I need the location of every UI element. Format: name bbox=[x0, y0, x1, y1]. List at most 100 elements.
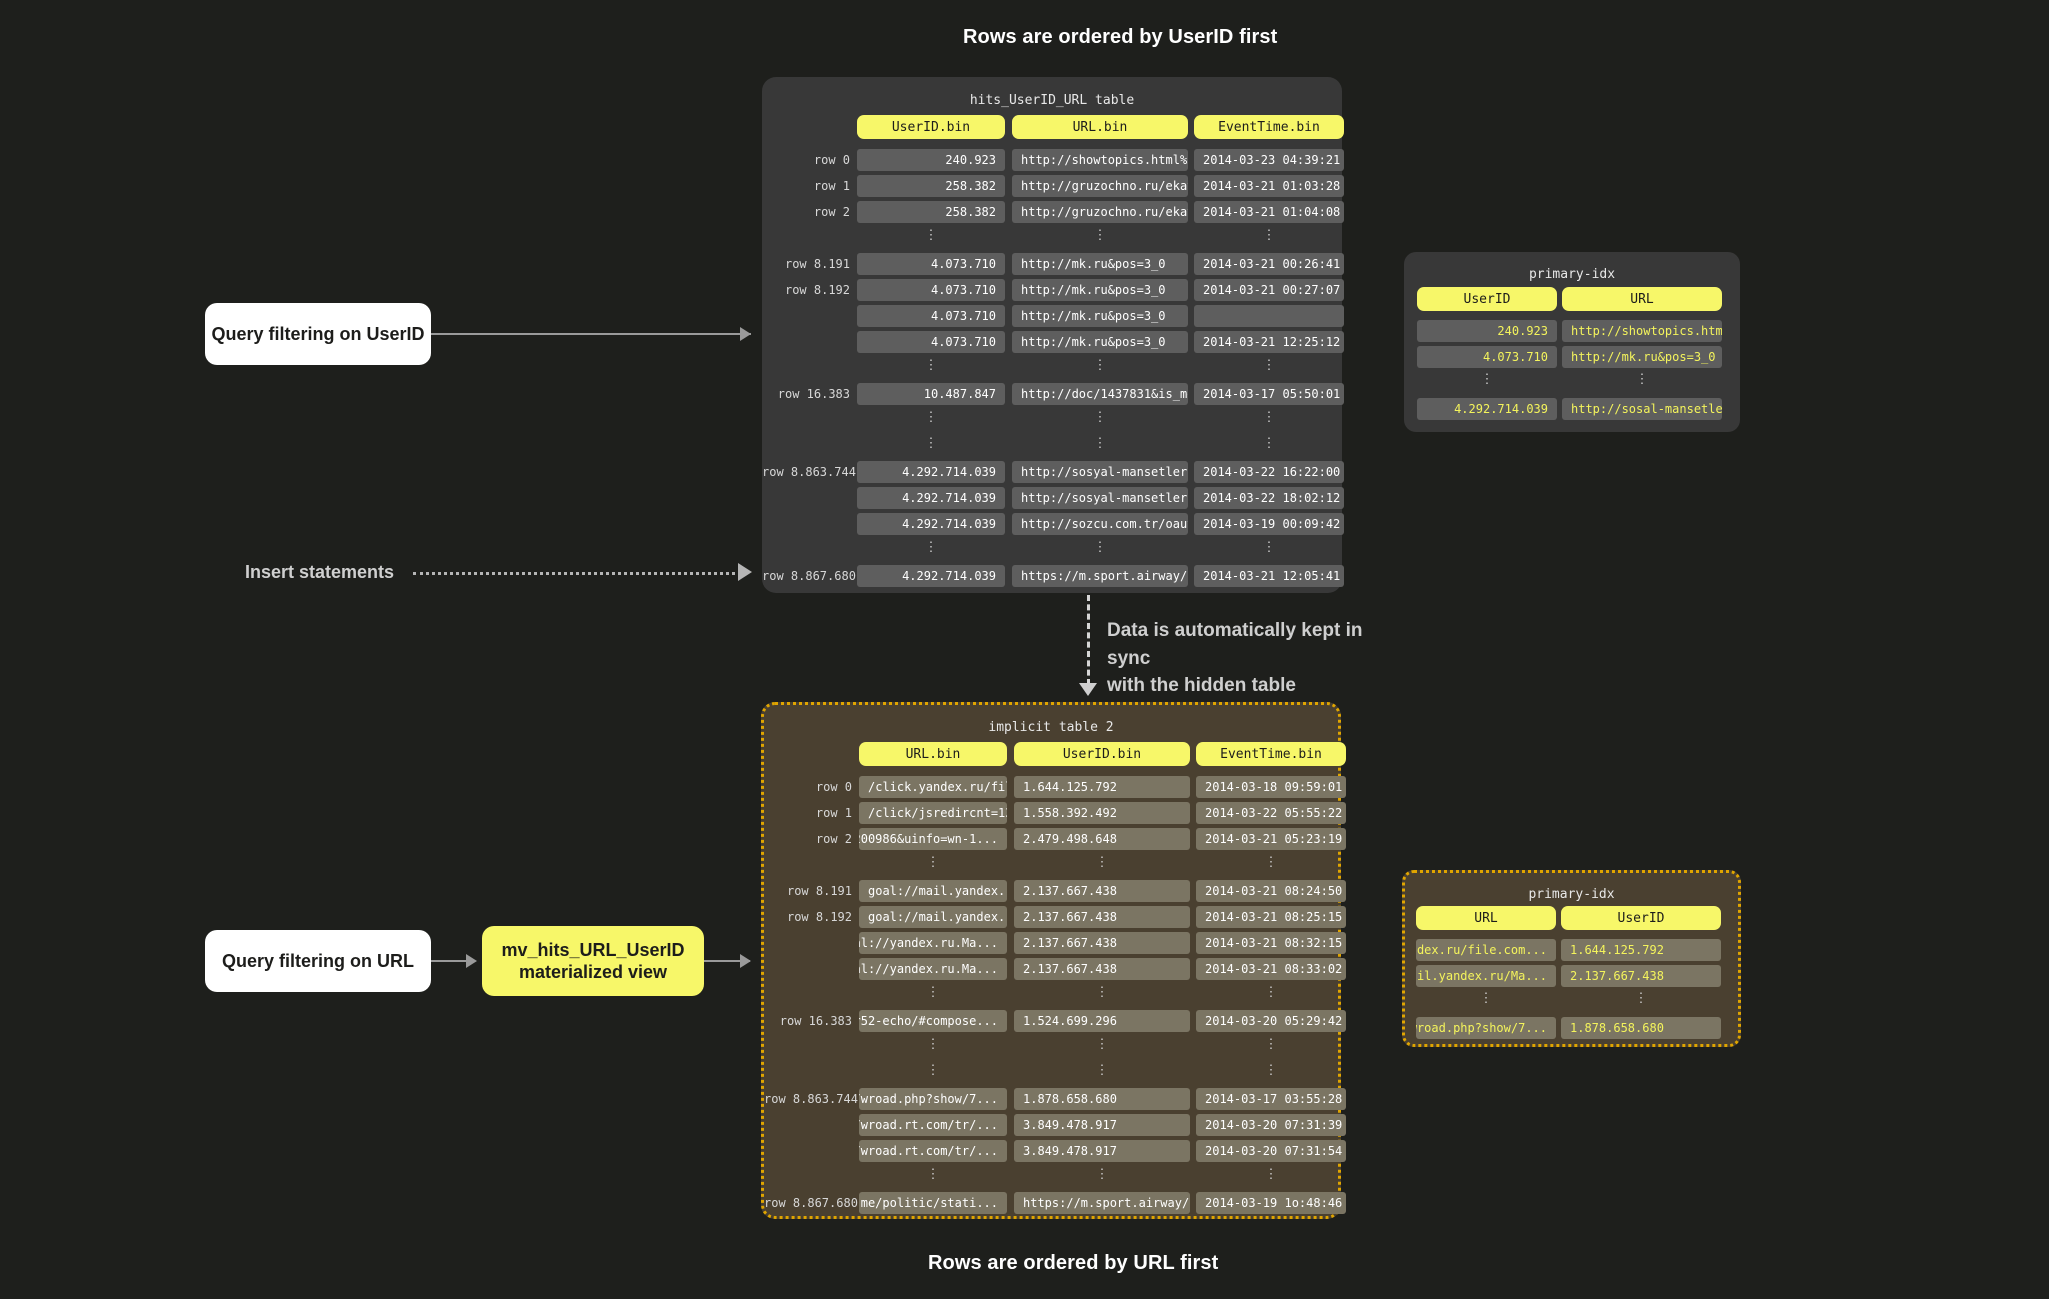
callout-materialized-view: mv_hits_URL_UserID materialized view bbox=[482, 926, 704, 996]
column-header-userid-bin: UserID.bin bbox=[857, 115, 1005, 139]
table-cell: http://mk.ru&pos=3_0 bbox=[1012, 279, 1188, 301]
table-cell: 2014-03-19 00:09:42 bbox=[1194, 513, 1344, 535]
table-cell: 4.292.714.039 bbox=[857, 461, 1005, 483]
table-cell: 2.137.667.438 bbox=[1014, 880, 1190, 902]
table-cell: 4.073.710 bbox=[857, 253, 1005, 275]
table-cell: 2014-03-20 07:31:54 bbox=[1196, 1140, 1346, 1162]
table-cell: http://showtopics.html%3... bbox=[1012, 149, 1188, 171]
table-cell: 2014-03-21 01:04:08 bbox=[1194, 201, 1344, 223]
arrow-down-icon bbox=[1079, 683, 1097, 696]
arrow-right-icon bbox=[738, 563, 752, 581]
vertical-ellipsis-icon: ⋮ bbox=[1264, 1063, 1278, 1078]
table-cell: 2.137.667.438 bbox=[1014, 932, 1190, 954]
table-cell: res://m.me/politic/stati... bbox=[859, 1192, 1007, 1214]
index-cell: 240.923 bbox=[1417, 320, 1557, 342]
sync-note-line-2: with the hidden table bbox=[1107, 675, 1296, 697]
table-cell: goal://mail.yandex.ru/Ma... bbox=[859, 906, 1007, 928]
column-header-eventtime-bin: EventTime.bin bbox=[1194, 115, 1344, 139]
table-cell: 4.073.710 bbox=[857, 305, 1005, 327]
vertical-ellipsis-icon: ⋮ bbox=[924, 540, 938, 555]
table-cell: 2014-03-21 00:26:41 bbox=[1194, 253, 1344, 275]
row-label: row 8.191 bbox=[786, 884, 852, 898]
materialized-view-name: mv_hits_URL_UserID bbox=[501, 939, 685, 960]
vertical-ellipsis-icon: ⋮ bbox=[1093, 410, 1107, 425]
table-cell: goal://yandex.ru.Ma... bbox=[859, 958, 1007, 980]
index-cell: http: //wroad.php?show/7... bbox=[1416, 1017, 1556, 1039]
vertical-ellipsis-icon: ⋮ bbox=[926, 855, 940, 870]
callout-query-filtering-url: Query filtering on URL bbox=[205, 930, 431, 992]
table-cell: 1.644.125.792 bbox=[1014, 776, 1190, 798]
vertical-ellipsis-icon: ⋮ bbox=[926, 1037, 940, 1052]
column-header-url-bin: URL.bin bbox=[859, 742, 1007, 766]
table-cell: http://wroad.rt.com/tr/... bbox=[859, 1114, 1007, 1136]
table-cell: 2014-03-21 12:05:41 bbox=[1194, 565, 1344, 587]
table-title: hits_UserID_URL table bbox=[969, 93, 1135, 108]
vertical-ellipsis-icon: ⋮ bbox=[926, 1063, 940, 1078]
table-cell bbox=[1194, 305, 1344, 327]
index-title: primary-idx bbox=[1528, 887, 1615, 902]
vertical-ellipsis-icon: ⋮ bbox=[1095, 1167, 1109, 1182]
index-cell: 1.644.125.792 bbox=[1561, 939, 1721, 961]
connector-url-line-1 bbox=[431, 960, 471, 962]
table-cell: 1.878.658.680 bbox=[1014, 1088, 1190, 1110]
column-header-userid-bin: UserID.bin bbox=[1014, 742, 1190, 766]
table-cell: 2014-03-22 16:22:00 bbox=[1194, 461, 1344, 483]
row-label: row 1 bbox=[815, 806, 852, 820]
table-cell: goal://200986&uinfo=wn-1... bbox=[859, 828, 1007, 850]
table-cell: 2014-03-23 04:39:21 bbox=[1194, 149, 1344, 171]
label-sync-note: Data is automatically kept in sync with … bbox=[1107, 617, 1397, 700]
row-label: row 16.383 bbox=[777, 387, 850, 401]
table-cell: 2.137.667.438 bbox=[1014, 958, 1190, 980]
arrow-right-icon bbox=[740, 954, 751, 968]
table-cell: goal://yandex.ru.Ma... bbox=[859, 932, 1007, 954]
index-column-header-url: URL bbox=[1562, 287, 1722, 311]
vertical-ellipsis-icon: ⋮ bbox=[924, 228, 938, 243]
row-label: row 8.863.744 bbox=[764, 1092, 858, 1106]
table-cell: 2014-03-21 08:25:15 bbox=[1196, 906, 1346, 928]
index-cell: /clck.yandex.ru/file.com... bbox=[1416, 939, 1556, 961]
index-cell: http://mk.ru&pos=3_0 bbox=[1562, 346, 1722, 368]
vertical-ellipsis-icon: ⋮ bbox=[1095, 985, 1109, 1000]
row-label: row 8.867.680 bbox=[764, 1196, 858, 1210]
index-cell: http://sosal-mansetleri... bbox=[1562, 398, 1722, 420]
table-cell: 2014-03-18 09:59:01 bbox=[1196, 776, 1346, 798]
table-cell: 258.382 bbox=[857, 175, 1005, 197]
vertical-ellipsis-icon: ⋮ bbox=[1095, 855, 1109, 870]
table-cell: http://sosyal-mansetleri... bbox=[1012, 487, 1188, 509]
index-cell: 4.292.714.039 bbox=[1417, 398, 1557, 420]
table-cell: 4.292.714.039 bbox=[857, 513, 1005, 535]
row-label: row 8.863.744 bbox=[762, 465, 856, 479]
vertical-ellipsis-icon: ⋮ bbox=[1262, 540, 1276, 555]
page-title-bottom: Rows are ordered by URL first bbox=[928, 1252, 1219, 1274]
table-cell: https://m.sport.airway/? bbox=[1014, 1192, 1190, 1214]
row-label: row 0 bbox=[815, 780, 852, 794]
table-cell: 4.073.710 bbox=[857, 331, 1005, 353]
primary-index-bottom: primary-idx URLUserID/clck.yandex.ru/fil… bbox=[1402, 870, 1741, 1047]
table-cell: 4.292.714.039 bbox=[857, 565, 1005, 587]
vertical-ellipsis-icon: ⋮ bbox=[926, 1167, 940, 1182]
vertical-ellipsis-icon: ⋮ bbox=[1264, 985, 1278, 1000]
row-label: row 16.383 bbox=[779, 1014, 852, 1028]
vertical-ellipsis-icon: ⋮ bbox=[924, 410, 938, 425]
table-cell: 2014-03-22 05:55:22 bbox=[1196, 802, 1346, 824]
connector-userid-line bbox=[431, 333, 751, 335]
sync-note-line-1: Data is automatically kept in sync bbox=[1107, 620, 1363, 669]
index-cell: 1.878.658.680 bbox=[1561, 1017, 1721, 1039]
row-label: row 8.192 bbox=[784, 283, 850, 297]
label-insert-statements: Insert statements bbox=[245, 562, 395, 582]
table-cell: 258.382 bbox=[857, 201, 1005, 223]
table-cell: https://m.sport.airway/? bbox=[1012, 565, 1188, 587]
table-cell: 3.849.478.917 bbox=[1014, 1114, 1190, 1136]
callout-query-filtering-userid: Query filtering on UserID bbox=[205, 303, 431, 365]
vertical-ellipsis-icon: ⋮ bbox=[1262, 410, 1276, 425]
column-header-url-bin: URL.bin bbox=[1012, 115, 1188, 139]
table-cell: 3.849.478.917 bbox=[1014, 1140, 1190, 1162]
connector-sync-line bbox=[1087, 595, 1090, 685]
table-cell: http://gruzochno.ru/ekat... bbox=[1012, 201, 1188, 223]
arrow-right-icon bbox=[466, 954, 477, 968]
vertical-ellipsis-icon: ⋮ bbox=[1093, 436, 1107, 451]
table-cell: 2.479.498.648 bbox=[1014, 828, 1190, 850]
vertical-ellipsis-icon: ⋮ bbox=[1480, 372, 1494, 387]
row-label: row 8.867.680 bbox=[762, 569, 856, 583]
